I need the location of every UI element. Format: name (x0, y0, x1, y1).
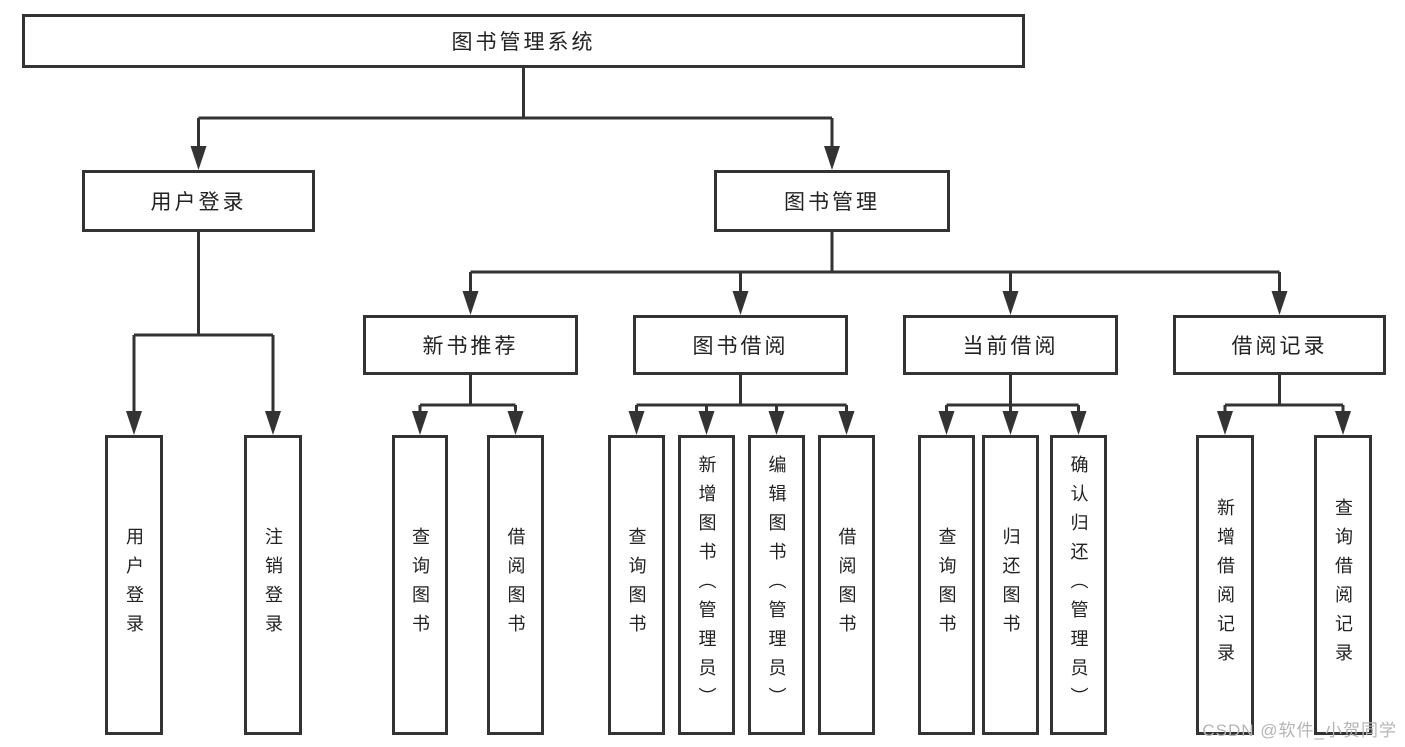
node-book-borrowing: 图书借阅 (633, 315, 848, 375)
leaf-user-login: 用户登录 (105, 435, 163, 735)
leaf-edit-books-admin: 编辑图书（管理员） (748, 435, 805, 735)
leaf-query-books-borrowing: 查询图书 (608, 435, 665, 735)
node-library-management-system: 图书管理系统 (22, 14, 1025, 68)
leaf-add-books-admin: 新增图书（管理员） (678, 435, 735, 735)
node-new-book-recommend: 新书推荐 (363, 315, 578, 375)
leaf-borrow-books: 借阅图书 (818, 435, 875, 735)
leaf-borrow-books-recommend: 借阅图书 (487, 435, 544, 735)
node-current-borrowing: 当前借阅 (903, 315, 1118, 375)
leaf-query-books-recommend: 查询图书 (392, 435, 448, 735)
csdn-watermark: CSDN @软件_小贺同学 (1202, 721, 1397, 740)
leaf-add-borrow-record: 新增借阅记录 (1196, 435, 1254, 735)
leaf-return-books: 归还图书 (982, 435, 1039, 735)
leaf-query-books-current: 查询图书 (918, 435, 975, 735)
leaf-confirm-return-admin: 确认归还（管理员） (1050, 435, 1107, 735)
node-user-login: 用户登录 (82, 170, 315, 232)
leaf-logout: 注销登录 (244, 435, 302, 735)
node-book-management: 图书管理 (714, 170, 950, 232)
leaf-query-borrow-record: 查询借阅记录 (1314, 435, 1372, 735)
node-borrow-records: 借阅记录 (1173, 315, 1386, 375)
